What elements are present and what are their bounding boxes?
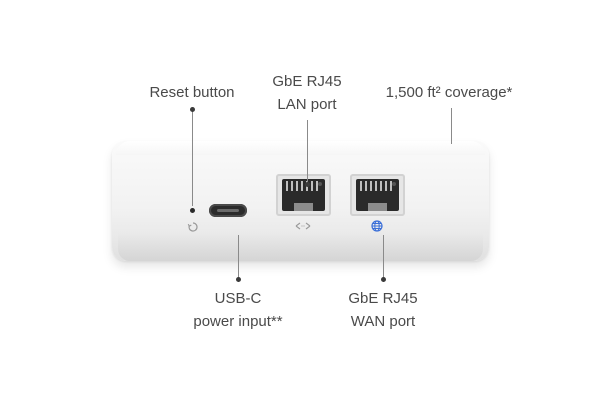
wan-port-led: [392, 182, 396, 186]
wan-rj45-port: [350, 174, 405, 216]
reset-leader-line: [192, 110, 193, 206]
lan-port-latch: [294, 203, 313, 211]
usbc-label: USB-C power input**: [185, 287, 291, 333]
wan-port-label-line1: GbE RJ45: [348, 290, 418, 307]
wan-leader-line: [383, 235, 384, 282]
device-bottom-shade: [118, 231, 483, 261]
lan-port-label: GbE RJ45 LAN port: [262, 70, 352, 116]
device-top-edge: [116, 141, 485, 155]
gateway-device: [112, 141, 489, 261]
coverage-label: 1,500 ft² coverage*: [385, 84, 513, 101]
wan-leader-dot: [380, 277, 386, 282]
lan-port-label-line1: GbE RJ45: [272, 73, 342, 90]
lan-leader-line: [307, 120, 308, 186]
lan-port-pins: [286, 181, 321, 191]
reset-icon: [187, 222, 198, 232]
usbc-label-line1: USB-C: [214, 290, 262, 307]
wan-port-pins: [360, 181, 395, 191]
lan-arrows-icon: [295, 222, 311, 230]
usbc-port: [209, 204, 247, 217]
wan-port-label-line2: WAN port: [350, 313, 416, 330]
wan-port-label: GbE RJ45 WAN port: [336, 287, 430, 333]
lan-leader-dot: [304, 182, 310, 187]
lan-port-label-line2: LAN port: [277, 96, 337, 113]
lan-rj45-port: [276, 174, 331, 216]
coverage-leader-line: [451, 108, 452, 144]
reset-button-label: Reset button: [149, 84, 235, 101]
usbc-label-line2: power input**: [193, 313, 283, 330]
wan-port-latch: [368, 203, 387, 211]
lan-port-led: [318, 182, 322, 186]
globe-icon: [371, 220, 383, 232]
usbc-leader-line: [238, 235, 239, 282]
reset-leader-dot: [189, 107, 195, 112]
reset-hole: [190, 208, 195, 213]
usbc-leader-dot: [235, 277, 241, 282]
